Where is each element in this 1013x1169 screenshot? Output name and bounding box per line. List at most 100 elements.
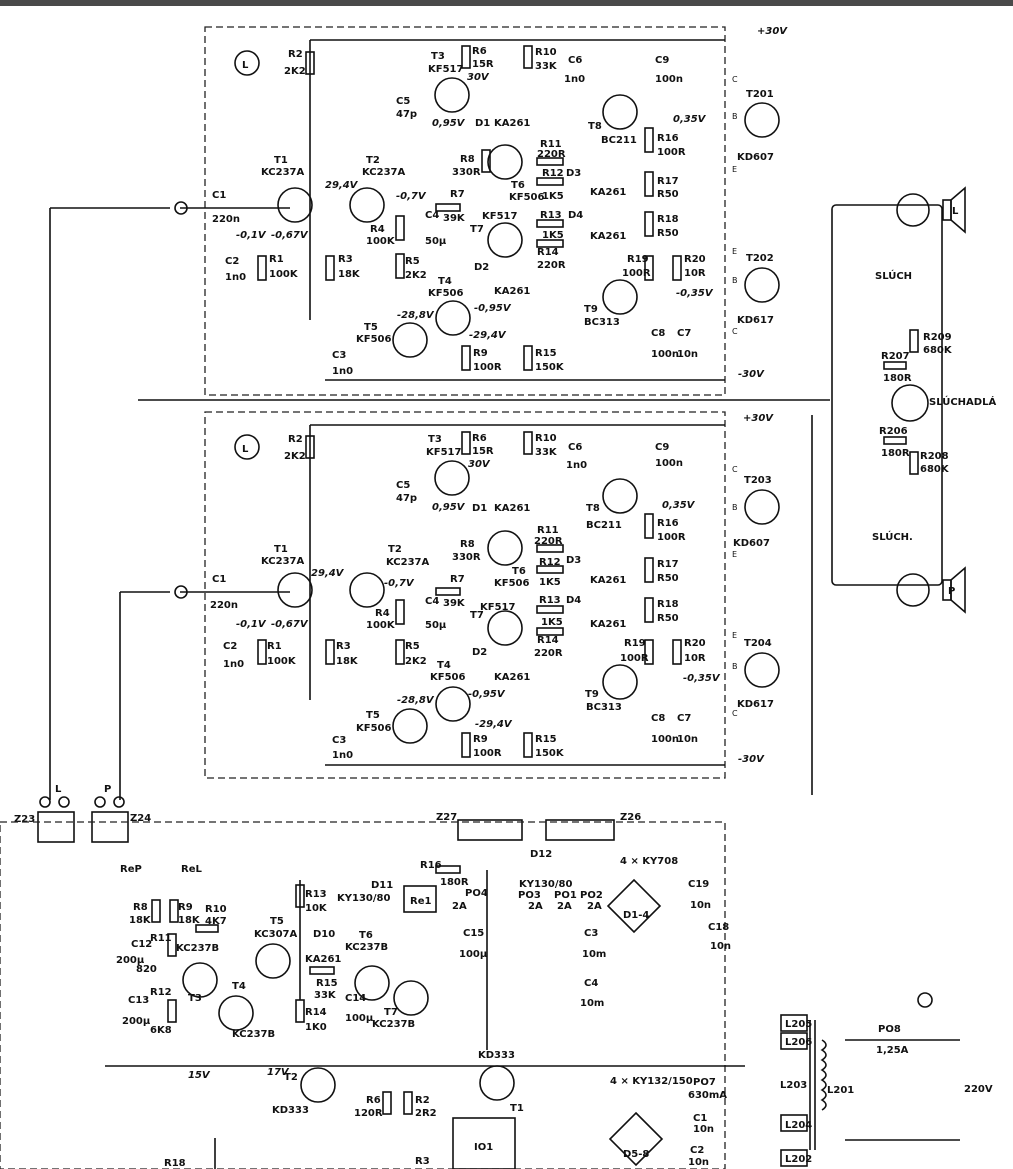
svg-text:R10: R10 bbox=[205, 904, 227, 915]
svg-text:C: C bbox=[732, 75, 738, 84]
svg-text:D1: D1 bbox=[475, 118, 490, 129]
svg-text:KC237B: KC237B bbox=[176, 943, 219, 954]
svg-text:BC313: BC313 bbox=[586, 702, 622, 713]
svg-text:1n0: 1n0 bbox=[225, 272, 246, 283]
svg-text:SLÚCHADLÁ: SLÚCHADLÁ bbox=[929, 395, 996, 408]
svg-text:100R: 100R bbox=[657, 147, 686, 158]
svg-text:39K: 39K bbox=[443, 213, 466, 224]
svg-text:KF506: KF506 bbox=[430, 672, 465, 683]
svg-text:R17: R17 bbox=[657, 176, 679, 187]
svg-text:R12: R12 bbox=[539, 557, 561, 568]
svg-text:KA261: KA261 bbox=[494, 672, 530, 683]
svg-text:C5: C5 bbox=[396, 480, 410, 491]
svg-text:R18: R18 bbox=[657, 214, 679, 225]
svg-text:PO1: PO1 bbox=[554, 890, 577, 901]
svg-text:R7: R7 bbox=[450, 574, 465, 585]
svg-text:C: C bbox=[732, 709, 738, 718]
svg-text:220R: 220R bbox=[537, 260, 566, 271]
svg-text:1K5: 1K5 bbox=[539, 577, 561, 588]
svg-text:100n: 100n bbox=[651, 349, 679, 360]
svg-text:1K5: 1K5 bbox=[542, 191, 564, 202]
svg-text:B: B bbox=[732, 276, 738, 285]
svg-text:KF506: KF506 bbox=[494, 578, 529, 589]
svg-text:18K: 18K bbox=[336, 656, 359, 667]
svg-text:100µ: 100µ bbox=[345, 1013, 374, 1024]
svg-text:100K: 100K bbox=[267, 656, 297, 667]
svg-text:KD333: KD333 bbox=[272, 1105, 309, 1116]
svg-text:1n0: 1n0 bbox=[223, 659, 244, 670]
svg-text:R3: R3 bbox=[336, 641, 351, 652]
svg-text:T1: T1 bbox=[510, 1103, 524, 1114]
svg-text:R14: R14 bbox=[537, 247, 559, 258]
svg-text:R15: R15 bbox=[316, 978, 338, 989]
svg-text:KC237A: KC237A bbox=[261, 167, 305, 178]
svg-text:R10: R10 bbox=[535, 433, 557, 444]
svg-text:KF517: KF517 bbox=[428, 64, 463, 75]
svg-text:220n: 220n bbox=[210, 600, 238, 611]
top-amplifier: L +30V -30V bbox=[49, 26, 788, 800]
svg-text:330R: 330R bbox=[452, 167, 481, 178]
relay-re1 bbox=[403, 885, 437, 913]
svg-text:R50: R50 bbox=[657, 189, 679, 200]
svg-text:T2: T2 bbox=[388, 544, 402, 555]
svg-text:KA261: KA261 bbox=[494, 503, 530, 514]
svg-text:10n: 10n bbox=[693, 1124, 714, 1135]
svg-text:100K: 100K bbox=[366, 236, 396, 247]
svg-text:0,35V: 0,35V bbox=[673, 114, 707, 125]
svg-text:KC237B: KC237B bbox=[372, 1019, 415, 1030]
svg-text:47p: 47p bbox=[396, 109, 417, 120]
svg-text:C4: C4 bbox=[584, 978, 598, 989]
svg-text:KY130/80: KY130/80 bbox=[337, 893, 390, 904]
svg-text:50µ: 50µ bbox=[425, 236, 447, 247]
svg-text:R206: R206 bbox=[879, 426, 908, 437]
svg-text:T7: T7 bbox=[384, 1007, 398, 1018]
svg-text:C2: C2 bbox=[690, 1145, 704, 1156]
svg-text:T8: T8 bbox=[586, 503, 600, 514]
svg-text:10R: 10R bbox=[684, 268, 706, 279]
svg-text:R16: R16 bbox=[657, 518, 679, 529]
svg-text:BC211: BC211 bbox=[586, 520, 622, 531]
svg-text:4 × KY708: 4 × KY708 bbox=[620, 856, 678, 867]
svg-text:100R: 100R bbox=[473, 362, 502, 373]
svg-text:2A: 2A bbox=[452, 901, 467, 912]
svg-text:C3: C3 bbox=[332, 735, 346, 746]
svg-text:33K: 33K bbox=[535, 447, 558, 458]
svg-text:KA261: KA261 bbox=[494, 286, 530, 297]
svg-text:R209: R209 bbox=[923, 332, 952, 343]
svg-text:220R: 220R bbox=[537, 149, 566, 160]
svg-text:10n: 10n bbox=[677, 349, 698, 360]
svg-text:KD607: KD607 bbox=[737, 152, 774, 163]
svg-text:R5: R5 bbox=[405, 256, 420, 267]
svg-text:SLÚCH: SLÚCH bbox=[875, 269, 912, 282]
svg-text:R13: R13 bbox=[540, 210, 562, 221]
svg-text:R3: R3 bbox=[338, 254, 353, 265]
svg-text:R8: R8 bbox=[133, 902, 148, 913]
svg-text:R19: R19 bbox=[627, 254, 649, 265]
svg-text:4 × KY132/150: 4 × KY132/150 bbox=[610, 1076, 693, 1087]
svg-text:L201: L201 bbox=[827, 1085, 854, 1096]
svg-text:R50: R50 bbox=[657, 573, 679, 584]
svg-text:R207: R207 bbox=[881, 351, 910, 362]
svg-text:L206: L206 bbox=[785, 1037, 812, 1048]
svg-text:T6: T6 bbox=[359, 930, 373, 941]
svg-text:18K: 18K bbox=[338, 269, 361, 280]
svg-text:R18: R18 bbox=[164, 1158, 186, 1169]
svg-text:T3: T3 bbox=[188, 993, 202, 1004]
svg-text:630mA: 630mA bbox=[688, 1090, 727, 1101]
transformer: L201 L203 L204 L202 L205 L206 bbox=[780, 992, 960, 1167]
svg-text:R12: R12 bbox=[542, 168, 564, 179]
svg-text:180R: 180R bbox=[881, 448, 910, 459]
svg-text:T1: T1 bbox=[274, 544, 288, 555]
svg-text:Z26: Z26 bbox=[620, 812, 641, 823]
svg-text:L: L bbox=[55, 784, 62, 795]
svg-text:2K2: 2K2 bbox=[405, 270, 427, 281]
svg-text:R9: R9 bbox=[178, 902, 193, 913]
svg-text:100n: 100n bbox=[651, 734, 679, 745]
svg-text:100R: 100R bbox=[473, 748, 502, 759]
svg-text:KD617: KD617 bbox=[737, 699, 774, 710]
svg-text:2A: 2A bbox=[587, 901, 602, 912]
svg-text:B: B bbox=[732, 503, 738, 512]
svg-text:E: E bbox=[732, 550, 737, 559]
svg-text:KF517: KF517 bbox=[480, 602, 515, 613]
svg-text:E: E bbox=[732, 165, 737, 174]
